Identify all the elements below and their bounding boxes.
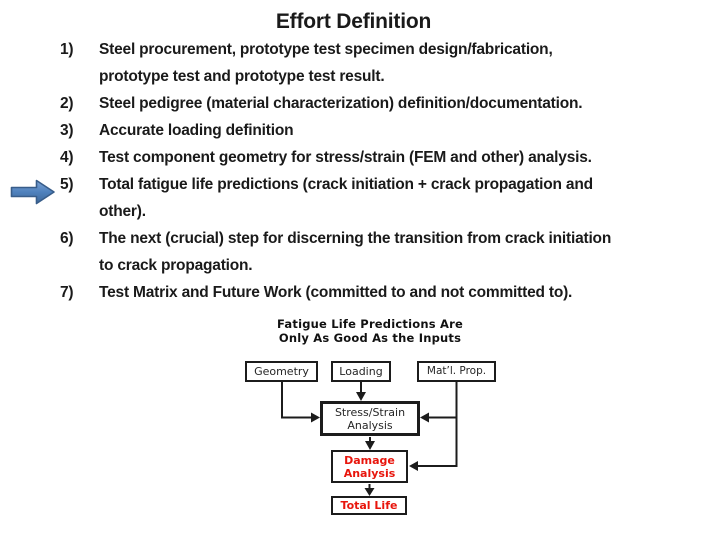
list-item-number: 2) xyxy=(60,95,74,112)
flow-node-total-life: Total Life xyxy=(331,496,407,515)
list-item: 6) The next (crucial) step for discernin… xyxy=(60,225,710,279)
list-item-highlighted: 5) Total fatigue life predictions (crack… xyxy=(60,171,710,225)
list-item-number: 1) xyxy=(60,41,74,58)
list-item: 3) Accurate loading definition xyxy=(60,117,710,144)
right-block-arrow-icon xyxy=(10,179,55,205)
list-item-text: Steel pedigree (material characterizatio… xyxy=(99,95,583,112)
flow-node-damage-analysis: Damage Analysis xyxy=(331,450,408,483)
list-item-text: Test Matrix and Future Work (committed t… xyxy=(99,284,573,301)
flow-node-geometry: Geometry xyxy=(245,361,318,382)
list-item: 4) Test component geometry for stress/st… xyxy=(60,144,710,171)
list-item-text: Steel procurement, prototype test specim… xyxy=(99,41,553,85)
flow-node-loading: Loading xyxy=(331,361,391,382)
list-item-number: 6) xyxy=(60,230,74,247)
flow-node-matl-prop: Mat’l. Prop. xyxy=(417,361,496,382)
list-item-number: 3) xyxy=(60,122,74,139)
list-item-number: 7) xyxy=(60,284,74,301)
list-item-number: 4) xyxy=(60,149,74,166)
list-item-text: Accurate loading definition xyxy=(99,122,294,139)
effort-list: 1) Steel procurement, prototype test spe… xyxy=(60,36,710,306)
list-item: 1) Steel procurement, prototype test spe… xyxy=(60,36,710,90)
list-item-text: Total fatigue life predictions (crack in… xyxy=(99,176,593,220)
flow-node-stress-strain-analysis: Stress/Strain Analysis xyxy=(320,401,420,436)
list-item: 7) Test Matrix and Future Work (committe… xyxy=(60,279,710,306)
flowchart-connector-lines xyxy=(281,382,458,496)
list-item: 2) Steel pedigree (material characteriza… xyxy=(60,90,710,117)
diagram-caption: Fatigue Life Predictions Are Only As Goo… xyxy=(277,317,463,345)
list-item-number: 5) xyxy=(60,176,74,193)
list-item-text: Test component geometry for stress/strai… xyxy=(99,149,592,166)
page-title: Effort Definition xyxy=(275,10,432,33)
list-item-text: The next (crucial) step for discerning t… xyxy=(99,230,612,274)
